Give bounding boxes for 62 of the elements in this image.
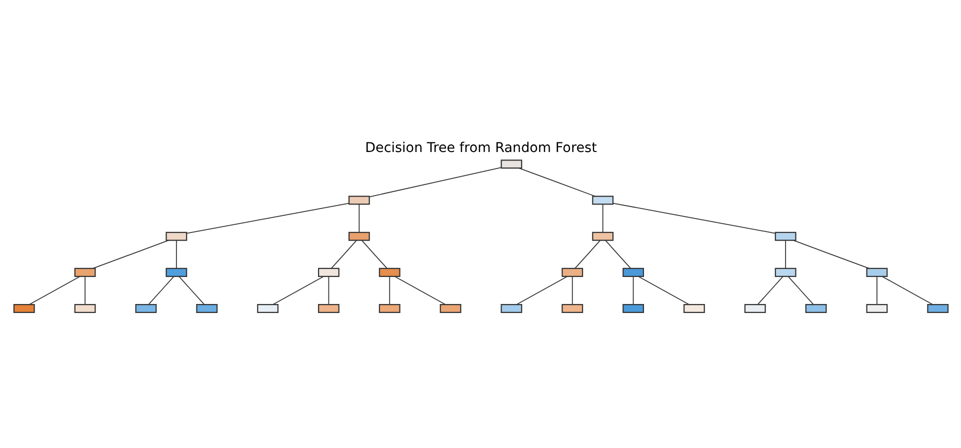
node-box bbox=[348, 195, 370, 204]
connector bbox=[272, 276, 324, 304]
node-box bbox=[12, 304, 34, 313]
node-box bbox=[74, 267, 96, 276]
connector bbox=[92, 239, 169, 268]
node-box bbox=[866, 267, 888, 276]
connector bbox=[28, 276, 80, 304]
connector bbox=[571, 276, 572, 305]
connector bbox=[612, 202, 776, 234]
connector bbox=[178, 276, 204, 305]
node-box bbox=[318, 304, 339, 313]
connector bbox=[574, 240, 600, 268]
diagram-title: Decision Tree from Random Forest bbox=[364, 139, 596, 156]
connector bbox=[876, 276, 877, 305]
node-box bbox=[592, 195, 614, 204]
node-box bbox=[196, 304, 218, 313]
connector bbox=[84, 276, 85, 305]
connector bbox=[368, 166, 501, 197]
node-box bbox=[622, 304, 644, 313]
connector bbox=[638, 276, 689, 304]
connector bbox=[175, 240, 176, 268]
node-box bbox=[744, 304, 766, 313]
node-box bbox=[561, 304, 583, 313]
node-box bbox=[926, 304, 948, 313]
node-box bbox=[866, 304, 888, 313]
connector bbox=[186, 202, 349, 234]
node-box bbox=[256, 304, 278, 313]
node-box bbox=[165, 231, 187, 240]
node-box bbox=[804, 304, 826, 313]
connector bbox=[358, 204, 360, 232]
connector bbox=[756, 276, 783, 305]
node-box bbox=[500, 304, 522, 313]
connector bbox=[604, 240, 631, 268]
node-box bbox=[378, 267, 400, 276]
node-box bbox=[774, 267, 796, 276]
node-box bbox=[318, 267, 339, 276]
node-box bbox=[74, 304, 96, 313]
connector bbox=[602, 204, 603, 232]
connector bbox=[784, 240, 786, 268]
connector bbox=[394, 276, 446, 304]
node-box bbox=[134, 304, 156, 313]
node-box bbox=[682, 304, 704, 313]
connector bbox=[148, 276, 174, 305]
connector bbox=[330, 240, 356, 268]
connector bbox=[516, 276, 568, 304]
connector bbox=[792, 239, 870, 268]
connector bbox=[518, 167, 595, 196]
connector bbox=[328, 276, 329, 305]
node-box bbox=[592, 231, 614, 240]
node-box bbox=[622, 267, 644, 276]
connector bbox=[787, 276, 814, 305]
node-box bbox=[378, 304, 400, 313]
node-box bbox=[561, 267, 583, 276]
node-box bbox=[165, 267, 187, 276]
connector bbox=[361, 240, 388, 268]
node-box bbox=[500, 159, 522, 168]
connector bbox=[632, 276, 634, 305]
node-box bbox=[348, 231, 370, 240]
node-box bbox=[774, 231, 796, 240]
connector bbox=[881, 276, 933, 304]
node-box bbox=[439, 304, 461, 313]
connector bbox=[388, 276, 390, 305]
